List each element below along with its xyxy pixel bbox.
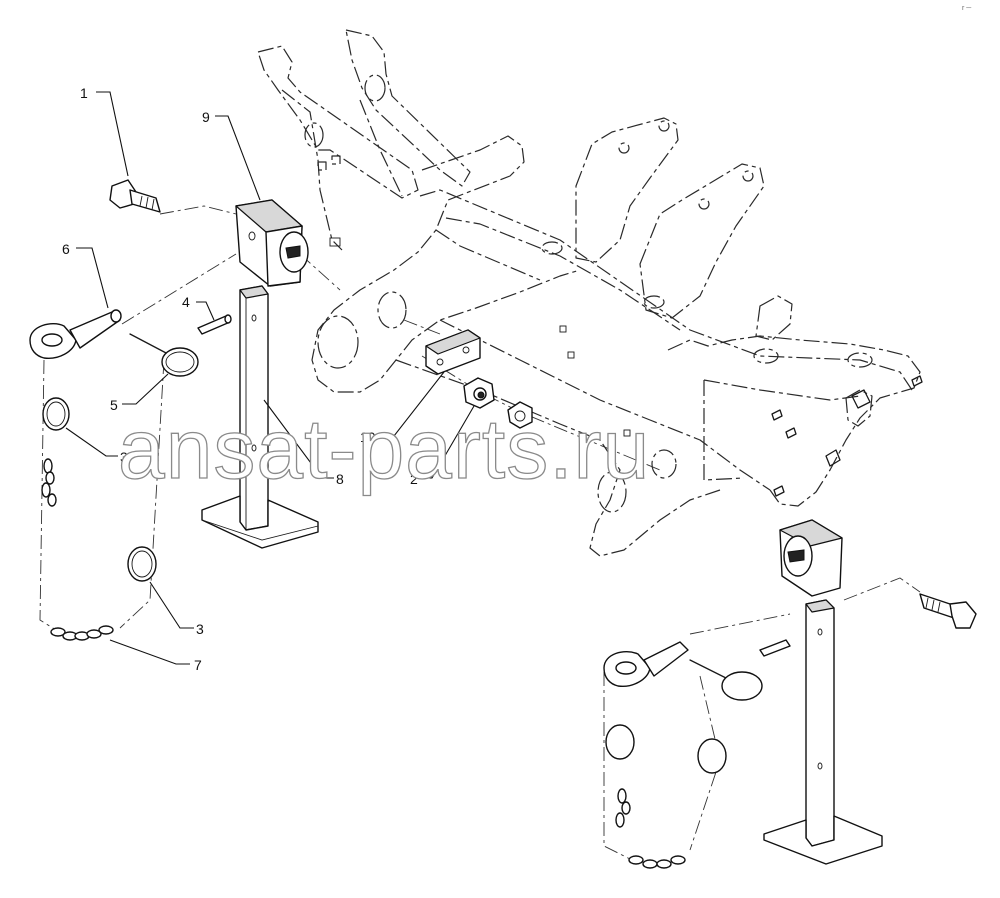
part-4-roll-pin bbox=[197, 314, 232, 335]
right-side-lynch-pin bbox=[603, 641, 763, 701]
part-2-nut-opposite bbox=[507, 401, 533, 429]
callout-3-lower: 3 bbox=[196, 621, 204, 637]
right-side-snap-rings bbox=[605, 724, 727, 774]
callout-1: 1 bbox=[80, 85, 88, 101]
callout-3-upper: 3 bbox=[120, 449, 128, 465]
callout-5: 5 bbox=[110, 397, 118, 413]
part-8-jack-stand bbox=[201, 285, 319, 549]
callout-6: 6 bbox=[62, 241, 70, 257]
watermark-text: ansat-parts.ru bbox=[118, 402, 650, 496]
right-side-bracket bbox=[779, 519, 843, 597]
callout-8: 8 bbox=[336, 471, 344, 487]
part-9-bracket bbox=[235, 199, 309, 287]
callout-10: 10 bbox=[360, 429, 376, 445]
part-5-ring-clip bbox=[129, 333, 199, 377]
part-3-snap-ring-left bbox=[42, 397, 70, 431]
callout-4: 4 bbox=[182, 294, 190, 310]
part-1-bolt bbox=[109, 179, 161, 213]
callout-9: 9 bbox=[202, 109, 210, 125]
part-3-snap-ring-lower bbox=[127, 546, 157, 582]
callout-2: 2 bbox=[410, 471, 418, 487]
assembly-axis-lines bbox=[39, 205, 921, 861]
mainframe-assembly bbox=[257, 29, 923, 557]
part-10-wear-pad bbox=[425, 329, 481, 375]
leader-lines bbox=[65, 91, 475, 665]
corner-mark: r ─ bbox=[962, 5, 971, 12]
right-side-jack-stand bbox=[763, 599, 883, 865]
callout-labels: 1 9 6 4 5 3 10 8 2 3 7 bbox=[62, 85, 418, 673]
callout-7: 7 bbox=[194, 657, 202, 673]
part-6-lynch-pin bbox=[29, 309, 122, 359]
right-side-chain bbox=[615, 788, 686, 869]
part-2-nut bbox=[463, 377, 495, 409]
right-side-bolt bbox=[919, 593, 977, 629]
part-7-chain bbox=[41, 458, 114, 641]
right-side-roll-pin bbox=[759, 639, 791, 657]
